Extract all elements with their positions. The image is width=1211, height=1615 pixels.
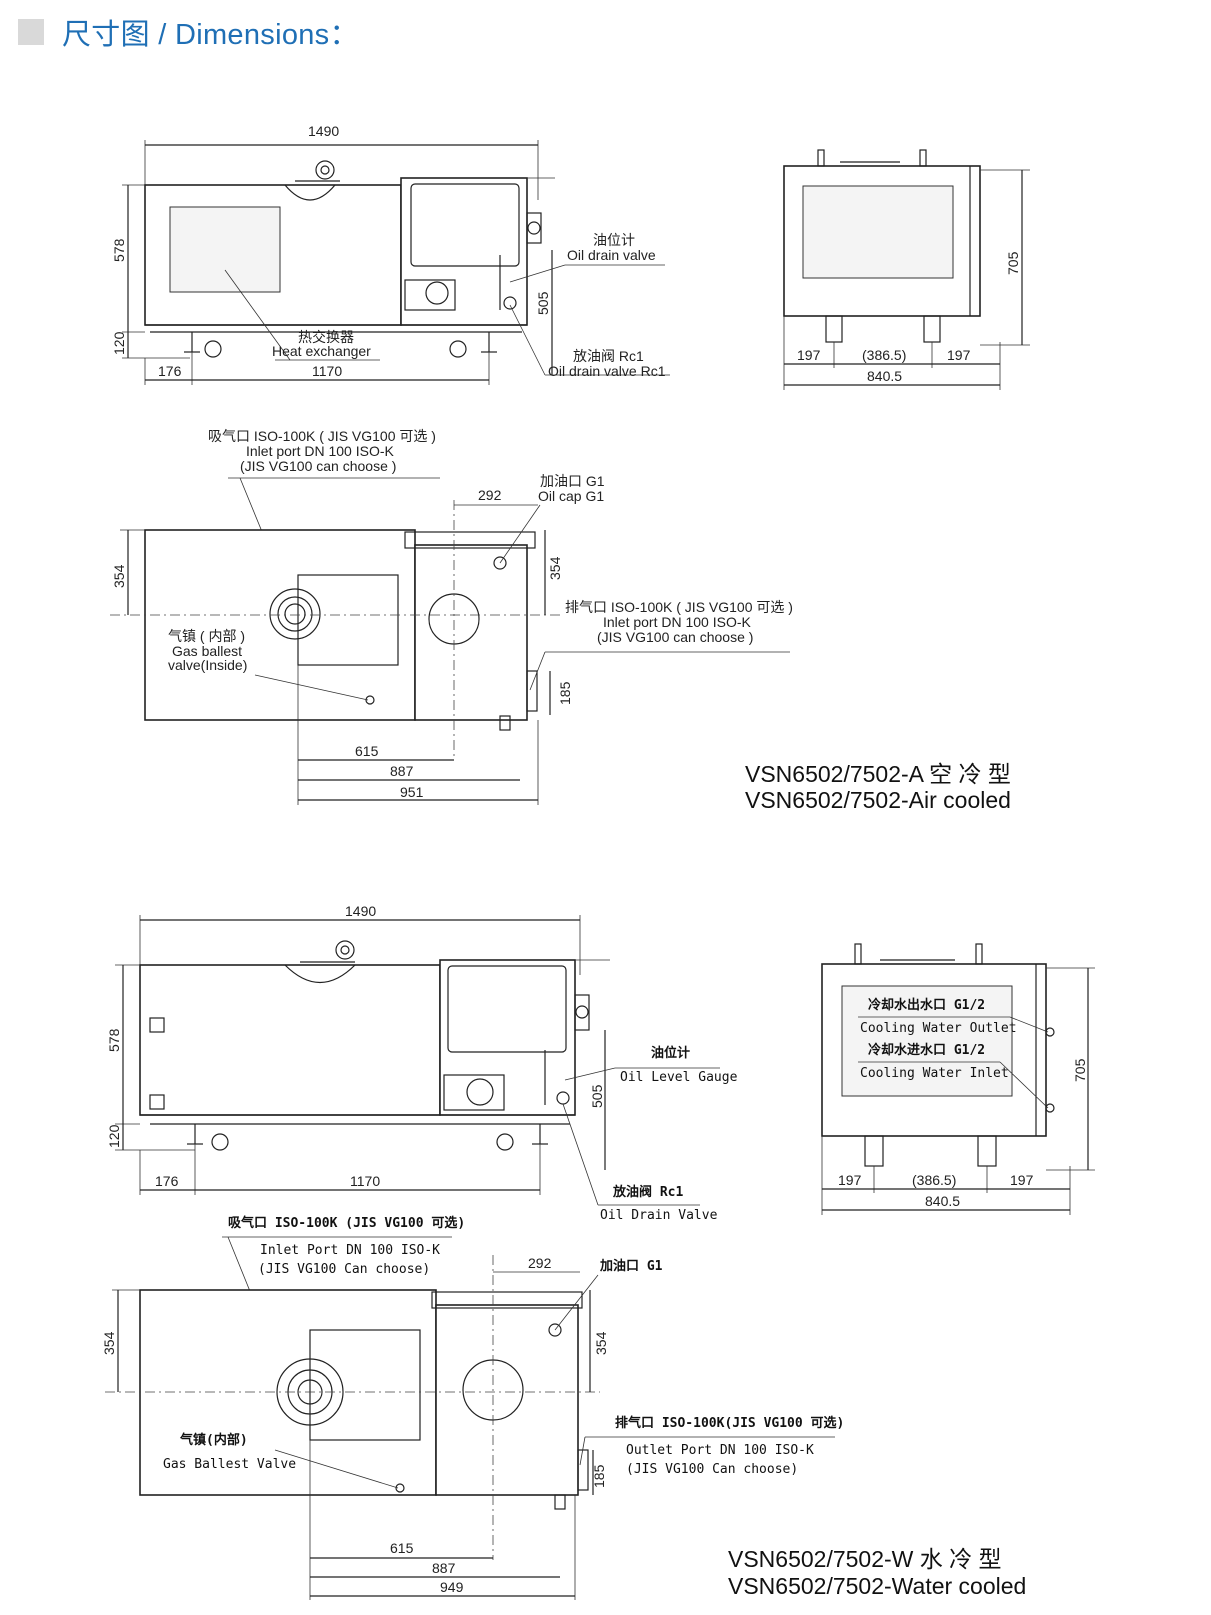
air-top-dim-887: 887 <box>390 763 414 779</box>
air-top-view: 吸气口 ISO-100K ( JIS VG100 可选 ) Inlet port… <box>110 428 793 805</box>
water-top-dim-887: 887 <box>432 1560 456 1576</box>
water-cooling-outlet-cn: 冷却水出水口 G1/2 <box>868 997 985 1013</box>
air-top-dim-354a: 354 <box>111 564 127 588</box>
air-side-dim-197b: 197 <box>947 347 971 363</box>
section-header: 尺寸图 / Dimensions： <box>18 14 359 51</box>
air-side-dim-386: (386.5) <box>862 347 906 363</box>
water-exhaust-jis: (JIS VG100 Can choose) <box>626 1462 798 1477</box>
water-top-dim-949: 949 <box>440 1579 464 1595</box>
air-front-dim-120: 120 <box>111 331 127 355</box>
water-inlet-en: Inlet Port DN 100 ISO-K <box>260 1243 440 1258</box>
water-model-cn: VSN6502/7502-W 水 冷 型 <box>728 1546 1002 1572</box>
air-front-dim-1170: 1170 <box>312 363 342 379</box>
air-oil-level-en: Oil drain valve <box>567 247 656 263</box>
air-top-dim-615: 615 <box>355 743 379 759</box>
air-oil-cap-en: Oil cap G1 <box>538 488 604 504</box>
water-cooling-outlet-en: Cooling Water Outlet <box>860 1021 1017 1036</box>
air-front-dim-176: 176 <box>158 363 182 379</box>
air-drain-valve-en: Oil drain valve Rc1 <box>548 363 666 379</box>
water-drain-valve-en: Oil Drain Valve <box>600 1208 718 1223</box>
water-drain-valve-cn: 放油阀 Rc1 <box>612 1184 683 1200</box>
air-oil-level-cn: 油位计 <box>593 232 635 248</box>
air-inlet-cn: 吸气口 ISO-100K ( JIS VG100 可选 ) <box>208 428 436 444</box>
water-oil-cap-cn: 加油口 G1 <box>599 1258 663 1274</box>
air-front-dim-1490: 1490 <box>308 123 339 139</box>
air-gas-ballast-cn: 气镇 ( 内部 ) <box>168 628 245 644</box>
water-front-dim-1170: 1170 <box>350 1173 380 1189</box>
air-exhaust-en: Inlet port DN 100 ISO-K <box>603 614 752 630</box>
water-front-dim-505: 505 <box>589 1084 605 1108</box>
air-exhaust-cn: 排气口 ISO-100K ( JIS VG100 可选 ) <box>565 599 793 615</box>
water-top-view: 吸气口 ISO-100K (JIS VG100 可选) Inlet Port D… <box>101 1215 844 1600</box>
water-oil-level-en: Oil Level Gauge <box>620 1070 738 1085</box>
water-oil-level-cn: 油位计 <box>651 1045 690 1061</box>
water-side-dim-197a: 197 <box>838 1172 862 1188</box>
water-top-dim-354b: 354 <box>593 1331 609 1355</box>
water-inlet-jis: (JIS VG100 Can choose) <box>258 1262 430 1277</box>
water-side-dim-705: 705 <box>1072 1058 1088 1082</box>
water-exhaust-en: Outlet Port DN 100 ISO-K <box>626 1443 814 1458</box>
water-top-dim-615: 615 <box>390 1540 414 1556</box>
air-front-dim-505: 505 <box>535 291 551 315</box>
air-gas-ballast-en2: valve(Inside) <box>168 657 247 673</box>
air-oil-cap-cn: 加油口 G1 <box>540 473 605 489</box>
water-top-dim-185: 185 <box>591 1464 607 1488</box>
water-side-view: 冷却水出水口 G1/2 Cooling Water Outlet 冷却水进水口 … <box>821 943 1095 1215</box>
water-model-en: VSN6502/7502-Water cooled <box>728 1573 1026 1599</box>
water-inlet-cn: 吸气口 ISO-100K (JIS VG100 可选) <box>228 1215 465 1231</box>
air-inlet-en: Inlet port DN 100 ISO-K <box>246 443 395 459</box>
water-cooling-inlet-en: Cooling Water Inlet <box>860 1066 1009 1081</box>
air-top-dim-292: 292 <box>478 487 502 503</box>
water-side-dim-197b: 197 <box>1010 1172 1034 1188</box>
water-top-dim-354a: 354 <box>101 1331 117 1355</box>
air-drain-valve-cn: 放油阀 Rc1 <box>573 348 644 364</box>
water-front-dim-578: 578 <box>106 1028 122 1052</box>
air-exhaust-jis: (JIS VG100 can choose ) <box>597 629 753 645</box>
air-model-en: VSN6502/7502-Air cooled <box>745 787 1011 813</box>
air-side-dim-705: 705 <box>1005 251 1021 275</box>
air-inlet-jis: (JIS VG100 can choose ) <box>240 458 396 474</box>
air-side-view: 705 197 (386.5) 197 840.5 <box>783 149 1030 390</box>
water-front-dim-120: 120 <box>106 1124 122 1148</box>
water-cooling-inlet-cn: 冷却水进水口 G1/2 <box>868 1042 985 1058</box>
air-side-dim-840: 840.5 <box>867 368 902 384</box>
water-side-dim-386: (386.5) <box>912 1172 956 1188</box>
air-side-dim-197a: 197 <box>797 347 821 363</box>
air-heat-exchanger-en: Heat exchanger <box>272 343 371 359</box>
water-side-dim-840: 840.5 <box>925 1193 960 1209</box>
header-square-icon <box>18 19 44 45</box>
water-front-view: 1490 578 120 176 1170 <box>106 903 738 1223</box>
air-front-view: 1490 578 120 176 <box>111 123 670 385</box>
water-gas-ballast-en: Gas Ballest Valve <box>163 1457 296 1472</box>
air-model-cn: VSN6502/7502-A 空 冷 型 <box>745 761 1011 787</box>
water-top-dim-292: 292 <box>528 1255 552 1271</box>
air-front-dim-578: 578 <box>111 238 127 262</box>
water-exhaust-cn: 排气口 ISO-100K(JIS VG100 可选) <box>615 1415 844 1431</box>
page-title: 尺寸图 / Dimensions： <box>62 19 359 51</box>
air-top-dim-354b: 354 <box>547 556 563 580</box>
water-front-dim-1490: 1490 <box>345 903 376 919</box>
air-heat-exchanger-cn: 热交换器 <box>298 329 354 345</box>
air-top-dim-185: 185 <box>557 681 573 705</box>
air-top-dim-951: 951 <box>400 784 424 800</box>
water-front-dim-176: 176 <box>155 1173 179 1189</box>
air-gas-ballast-en1: Gas ballest <box>172 643 242 659</box>
water-gas-ballast-cn: 气镇(内部) <box>180 1432 248 1448</box>
